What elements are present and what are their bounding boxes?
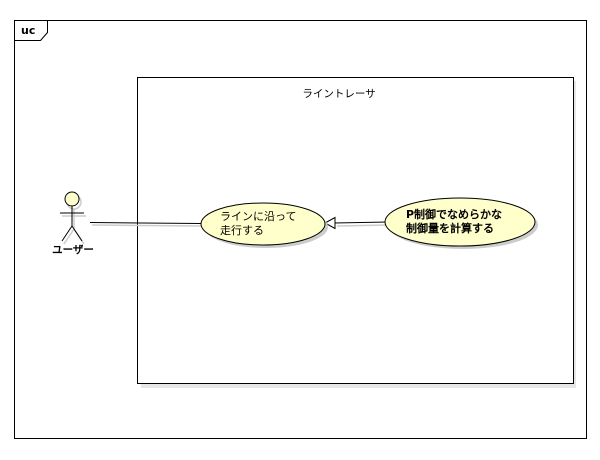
use-case-ellipse[interactable] bbox=[200, 202, 326, 246]
frame-tag-label: uc bbox=[21, 24, 35, 37]
dependency-line-shadow bbox=[336, 224, 389, 227]
actor-name: ユーザー bbox=[52, 244, 94, 256]
association-line-shadow bbox=[91, 224, 203, 227]
system-boundary-label: ライントレーサ bbox=[302, 88, 375, 100]
actor-leg-right bbox=[71, 225, 83, 242]
use-case-ellipse[interactable] bbox=[384, 197, 536, 247]
actor-figure[interactable] bbox=[60, 191, 86, 245]
association-line bbox=[89, 222, 202, 224]
actor-head bbox=[64, 191, 80, 207]
use-case-1-line-2: 走行する bbox=[220, 224, 264, 237]
dependency-line bbox=[333, 221, 387, 224]
dependency-arrowhead bbox=[323, 216, 336, 230]
frame-tag-box bbox=[14, 20, 48, 41]
use-case-1-line-1: ラインに沿って bbox=[220, 210, 296, 223]
actor-leg-left bbox=[61, 225, 73, 242]
use-case-2-line-2: 制御量を計算する bbox=[406, 221, 494, 235]
use-case-2-line-1: P制御でなめらかな bbox=[406, 207, 502, 221]
